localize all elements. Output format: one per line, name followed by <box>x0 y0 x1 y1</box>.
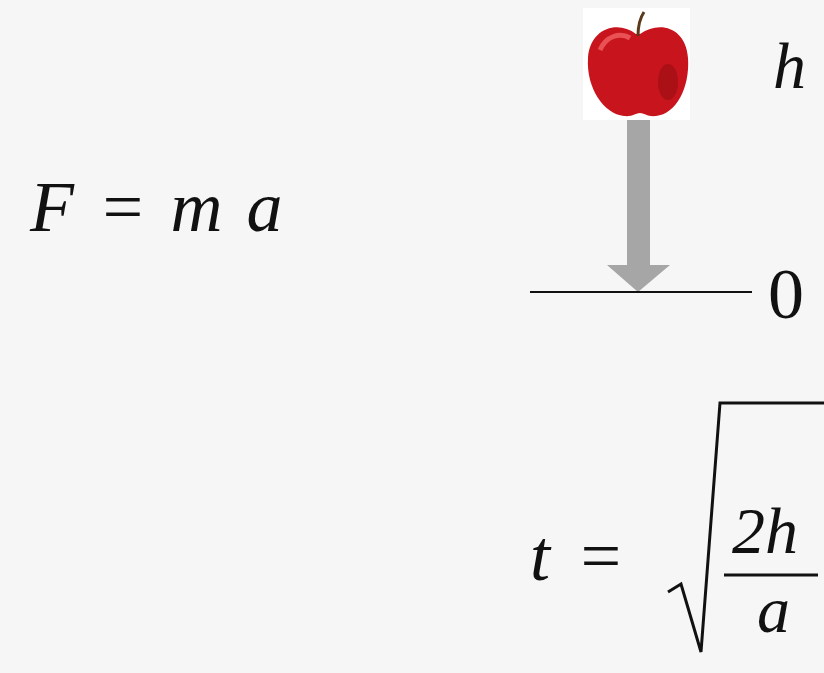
height-label: h <box>773 33 806 99</box>
apple-figure <box>588 12 688 116</box>
square-root-sign <box>668 403 824 652</box>
fall-arrow-head <box>607 265 670 292</box>
fraction-denominator: a <box>757 577 790 643</box>
apple-photo-ground <box>583 8 690 120</box>
equation-label: F = m a <box>30 171 283 243</box>
equation-label: t = <box>530 520 625 592</box>
fall-arrow-shaft <box>627 120 650 265</box>
ground-line <box>530 291 752 293</box>
fraction-numerator: 2h <box>732 498 798 564</box>
ground-level-label: 0 <box>768 258 804 330</box>
